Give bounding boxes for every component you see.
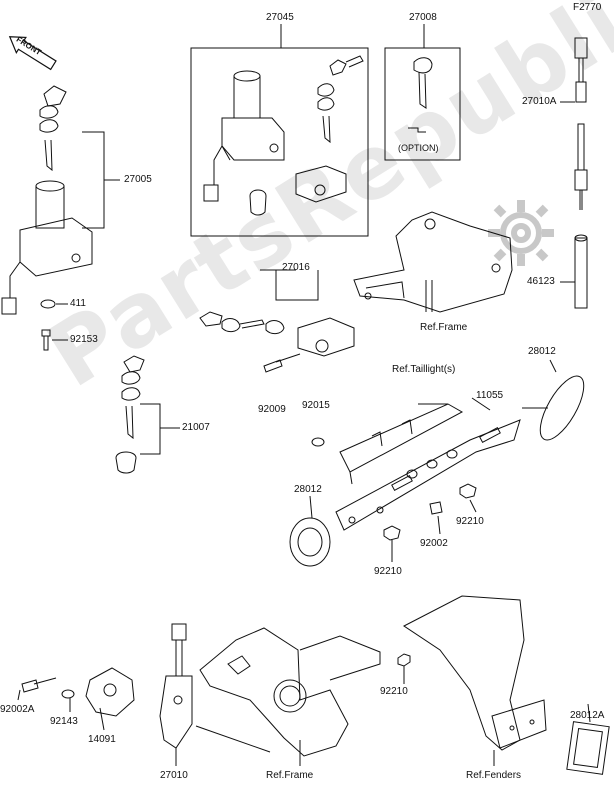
label-27008: 27008 <box>409 12 437 23</box>
label-92210-b: 92210 <box>374 566 402 577</box>
frame-top-drawing <box>353 211 513 313</box>
nut-92210-b <box>383 525 401 541</box>
label-28012-left: 28012 <box>294 484 322 495</box>
label-27010: 27010 <box>160 770 188 781</box>
nut-92210-c <box>397 653 411 667</box>
bolt-92002 <box>429 501 443 515</box>
reflector-28012-left <box>289 517 331 567</box>
label-411: 411 <box>70 298 86 309</box>
option-note: (OPTION) <box>398 143 439 153</box>
switch-27010A <box>574 37 588 210</box>
label-92015: 92015 <box>302 400 330 411</box>
label-11055: 11055 <box>476 390 504 401</box>
label-14091: 14091 <box>88 734 116 745</box>
front-arrow-icon <box>8 36 57 71</box>
label-28012-right: 28012 <box>528 346 556 357</box>
key-set-21007 <box>115 355 145 474</box>
label-92153: 92153 <box>70 334 98 345</box>
kit-box-27008 <box>384 47 461 161</box>
ignition-switch-kit <box>203 55 364 216</box>
nut-92210-a <box>459 483 477 499</box>
label-46123: 46123 <box>527 276 555 287</box>
screw-92153 <box>41 329 51 351</box>
reflector-28012A <box>566 721 610 775</box>
label-92002A: 92002A <box>0 704 35 715</box>
washer-92015 <box>311 437 325 447</box>
label-27005: 27005 <box>124 174 152 185</box>
fender-drawing <box>403 595 547 766</box>
ref-frame-top: Ref.Frame <box>420 322 468 333</box>
label-28012A: 28012A <box>570 710 605 721</box>
ref-frame-bottom: Ref.Frame <box>266 770 314 781</box>
pin-46123 <box>574 234 588 309</box>
label-92210-c: 92210 <box>380 686 408 697</box>
seat-lock-27016 <box>199 269 355 357</box>
label-92009: 92009 <box>258 404 286 415</box>
reflector-28012-right <box>539 375 585 441</box>
frame-bottom-drawing <box>195 627 381 766</box>
label-27010A: 27010A <box>522 96 557 107</box>
label-92210-a: 92210 <box>456 516 484 527</box>
washer-411 <box>40 299 56 309</box>
ref-taillight: Ref.Taillight(s) <box>392 364 456 375</box>
ref-fenders: Ref.Fenders <box>466 770 522 781</box>
label-92002: 92002 <box>420 538 448 549</box>
blank-key <box>408 57 433 133</box>
ignition-switch-27005 <box>1 85 93 315</box>
label-21007: 21007 <box>182 422 210 433</box>
figure-code: F2770 <box>573 2 602 13</box>
screw-92009 <box>263 353 301 373</box>
kit-box-27045 <box>190 47 369 237</box>
bracket-11055 <box>335 403 521 531</box>
gear-watermark-icon <box>488 200 554 266</box>
label-27045: 27045 <box>266 12 294 23</box>
label-92143: 92143 <box>50 716 78 727</box>
switch-bracket-assembly <box>21 623 193 749</box>
label-27016: 27016 <box>282 262 310 273</box>
